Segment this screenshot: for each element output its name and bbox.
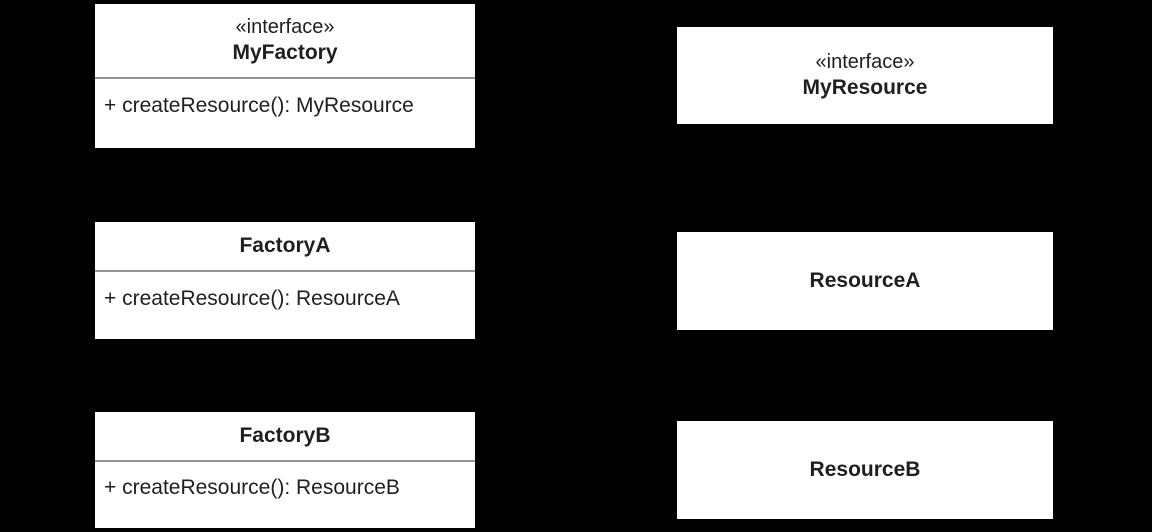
class-name: MyFactory <box>232 41 338 64</box>
class-members-compartment: + createResource(): ResourceA <box>95 270 475 339</box>
class-box-resource-a: ResourceA <box>677 232 1053 330</box>
class-box-factory-a: FactoryA + createResource(): ResourceA <box>95 222 475 339</box>
method-label: + createResource(): ResourceA <box>104 287 400 310</box>
class-box-myresource: «interface» MyResource <box>677 27 1053 124</box>
class-title-compartment: «interface» MyResource <box>677 27 1053 124</box>
class-name: ResourceB <box>809 458 921 481</box>
class-title-compartment: ResourceA <box>677 232 1053 330</box>
stereotype-label: «interface» <box>235 16 335 38</box>
class-name: MyResource <box>802 76 928 99</box>
class-members-compartment: + createResource(): MyResource <box>95 77 475 148</box>
class-title-compartment: ResourceB <box>677 421 1053 519</box>
stereotype-label: «interface» <box>815 51 915 73</box>
class-name: FactoryA <box>239 234 331 257</box>
method-label: + createResource(): MyResource <box>104 94 414 117</box>
class-title-compartment: FactoryB <box>95 412 475 460</box>
class-box-factory-b: FactoryB + createResource(): ResourceB <box>95 412 475 528</box>
class-title-compartment: «interface» MyFactory <box>95 4 475 77</box>
class-title-compartment: FactoryA <box>95 222 475 270</box>
class-name: ResourceA <box>809 269 921 292</box>
class-name: FactoryB <box>239 424 331 447</box>
class-box-resource-b: ResourceB <box>677 421 1053 519</box>
class-members-compartment: + createResource(): ResourceB <box>95 460 475 526</box>
method-label: + createResource(): ResourceB <box>104 476 400 499</box>
class-box-myfactory: «interface» MyFactory + createResource()… <box>95 4 475 148</box>
